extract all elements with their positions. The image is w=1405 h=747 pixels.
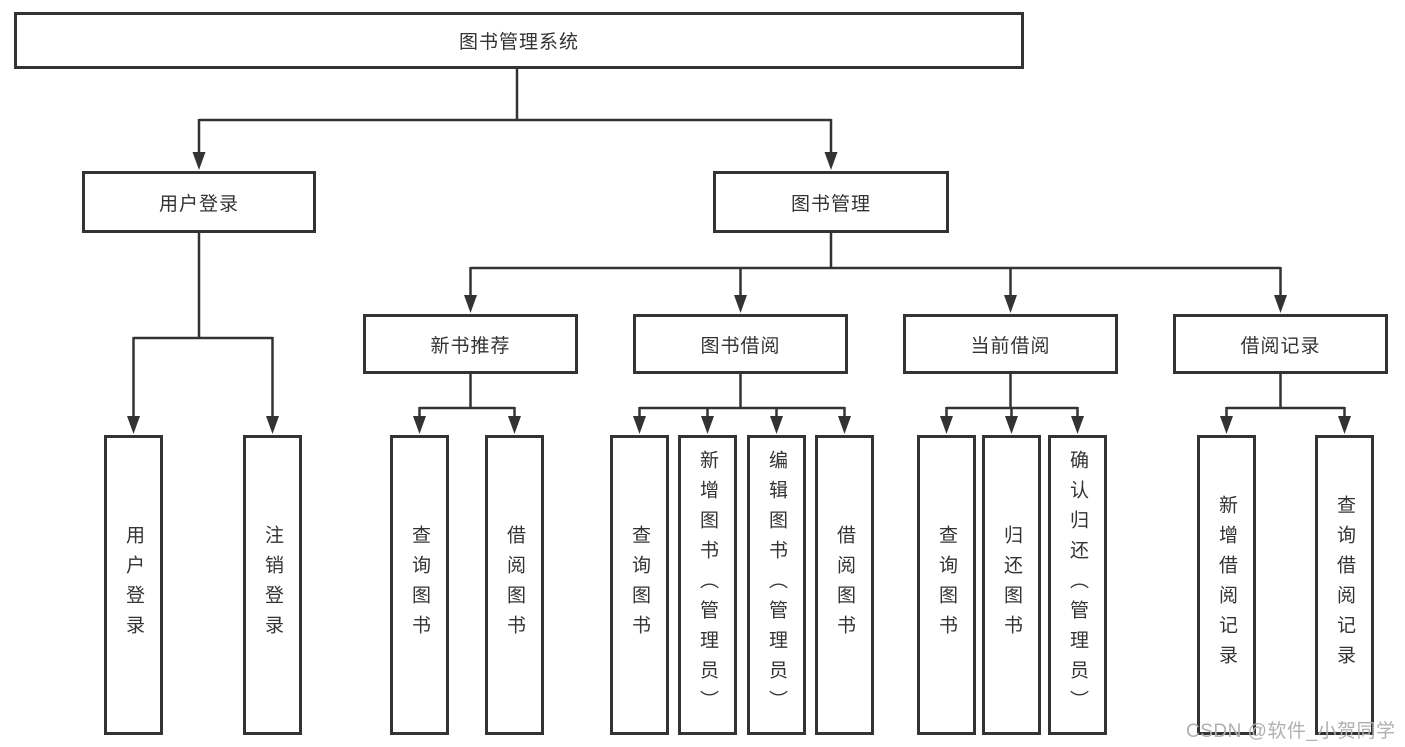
node-current-borrowing-label: 当前借阅 bbox=[970, 335, 1051, 357]
node-leaf-borrowing-borrow-books: 借阅图书 bbox=[815, 435, 874, 735]
node-book-borrowing: 图书借阅 bbox=[633, 314, 848, 374]
node-leaf-borrowing-borrow-books-label: 借阅图书 bbox=[834, 525, 855, 645]
node-book-management-label: 图书管理 bbox=[790, 193, 871, 215]
node-library-system-label: 图书管理系统 bbox=[458, 32, 579, 53]
node-leaf-records-query-record-label: 查询借阅记录 bbox=[1334, 495, 1355, 675]
node-book-borrowing-label: 图书借阅 bbox=[700, 335, 781, 357]
node-leaf-user-login: 用户登录 bbox=[104, 435, 163, 735]
node-leaf-recommend-query-books-label: 查询图书 bbox=[409, 525, 430, 645]
node-leaf-user-login-label: 用户登录 bbox=[123, 525, 144, 645]
node-leaf-logout-label: 注销登录 bbox=[262, 525, 283, 645]
node-new-book-recommend: 新书推荐 bbox=[363, 314, 578, 374]
node-leaf-borrowing-edit-books-admin-label: 编辑图书（管理员） bbox=[766, 450, 787, 720]
node-leaf-logout: 注销登录 bbox=[243, 435, 302, 735]
node-leaf-current-query-books: 查询图书 bbox=[917, 435, 976, 735]
node-leaf-current-return-books-label: 归还图书 bbox=[1001, 525, 1022, 645]
node-book-management: 图书管理 bbox=[713, 171, 949, 233]
node-leaf-borrowing-edit-books-admin: 编辑图书（管理员） bbox=[747, 435, 806, 735]
watermark: CSDN @软件_小贺同学 bbox=[1186, 721, 1396, 742]
node-leaf-recommend-borrow-books-label: 借阅图书 bbox=[504, 525, 525, 645]
node-leaf-current-confirm-return-admin: 确认归还（管理员） bbox=[1048, 435, 1107, 735]
node-leaf-current-confirm-return-admin-label: 确认归还（管理员） bbox=[1067, 450, 1088, 720]
node-new-book-recommend-label: 新书推荐 bbox=[430, 335, 511, 357]
node-leaf-recommend-query-books: 查询图书 bbox=[390, 435, 449, 735]
node-user-login-label: 用户登录 bbox=[158, 193, 239, 215]
node-borrowing-records-label: 借阅记录 bbox=[1240, 335, 1321, 357]
node-leaf-current-query-books-label: 查询图书 bbox=[936, 525, 957, 645]
node-leaf-borrowing-add-books-admin: 新增图书（管理员） bbox=[678, 435, 737, 735]
node-current-borrowing: 当前借阅 bbox=[903, 314, 1118, 374]
node-leaf-records-query-record: 查询借阅记录 bbox=[1315, 435, 1374, 735]
node-leaf-borrowing-query-books-label: 查询图书 bbox=[629, 525, 650, 645]
node-leaf-borrowing-query-books: 查询图书 bbox=[610, 435, 669, 735]
node-leaf-borrowing-add-books-admin-label: 新增图书（管理员） bbox=[697, 450, 718, 720]
node-borrowing-records: 借阅记录 bbox=[1173, 314, 1388, 374]
node-leaf-current-return-books: 归还图书 bbox=[982, 435, 1041, 735]
node-user-login: 用户登录 bbox=[82, 171, 316, 233]
node-library-system: 图书管理系统 bbox=[14, 12, 1024, 69]
node-leaf-recommend-borrow-books: 借阅图书 bbox=[485, 435, 544, 735]
node-leaf-records-add-record-label: 新增借阅记录 bbox=[1216, 495, 1237, 675]
node-leaf-records-add-record: 新增借阅记录 bbox=[1197, 435, 1256, 735]
